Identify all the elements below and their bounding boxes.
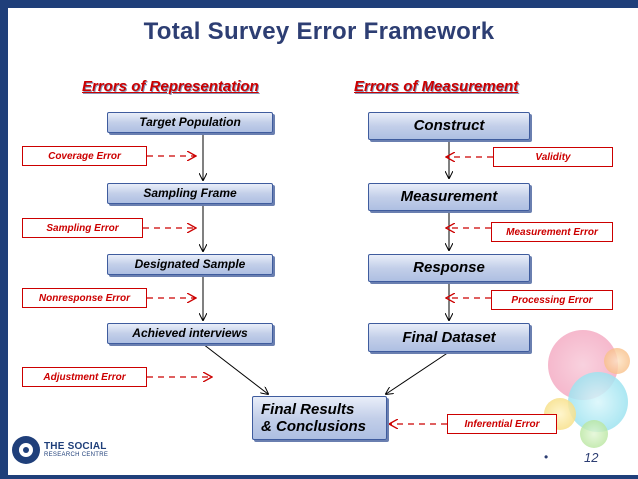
logo-line2: RESEARCH CENTRE: [44, 452, 109, 459]
error-nonresponse: Nonresponse Error: [22, 288, 147, 308]
logo-line1: THE SOCIAL: [44, 440, 107, 452]
representation-heading: Errors of Representation: [82, 78, 259, 95]
box-construct: Construct: [368, 112, 530, 140]
error-coverage: Coverage Error: [22, 146, 147, 166]
box-sampling-frame: Sampling Frame: [107, 183, 273, 204]
measurement-heading: Errors of Measurement: [354, 78, 519, 95]
box-final-dataset: Final Dataset: [368, 323, 530, 352]
box-target-population: Target Population: [107, 112, 273, 133]
error-sampling: Sampling Error: [22, 218, 143, 238]
error-inferential: Inferential Error: [447, 414, 557, 434]
box-designated-sample: Designated Sample: [107, 254, 273, 275]
bullet-dot: •: [544, 450, 549, 464]
arrow-dataset-to-final: [386, 351, 450, 394]
page-number: 12: [584, 450, 599, 465]
final-results-line2: & Conclusions: [261, 418, 367, 435]
error-processing: Processing Error: [491, 290, 613, 310]
arrow-achieved-to-final: [202, 343, 268, 394]
error-measurement: Measurement Error: [491, 222, 613, 242]
bottom-edge-bar: [0, 475, 638, 479]
error-validity: Validity: [493, 147, 613, 167]
final-results-line1: Final Results: [261, 400, 355, 418]
box-final-results: Final Results & Conclusions: [252, 396, 387, 440]
box-achieved-interviews: Achieved interviews: [107, 323, 273, 344]
logo-text: THE SOCIAL RESEARCH CENTRE: [44, 440, 109, 459]
logo-mark-icon: [12, 436, 40, 464]
top-edge-bar: [0, 0, 638, 8]
left-edge-bar: [0, 0, 8, 479]
decorative-circle-orange: [604, 348, 630, 374]
error-adjustment: Adjustment Error: [22, 367, 147, 387]
logo: THE SOCIAL RESEARCH CENTRE: [12, 436, 108, 464]
box-measurement: Measurement: [368, 183, 530, 211]
box-response: Response: [368, 254, 530, 282]
decorative-circle-green: [580, 420, 608, 448]
slide-title: Total Survey Error Framework: [143, 18, 495, 45]
